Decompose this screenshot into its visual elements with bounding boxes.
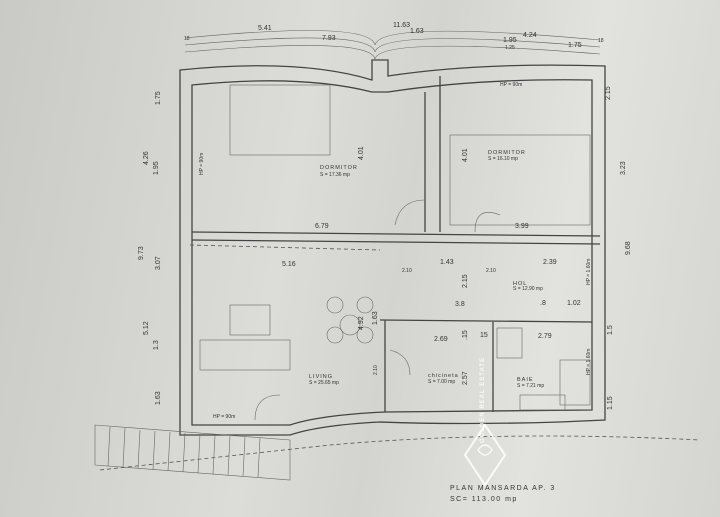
svg-text:15: 15 [480,332,488,339]
roof-line [99,244,701,471]
svg-text:6.79: 6.79 [315,223,329,230]
svg-text:DORMITOR: DORMITOR [488,150,526,156]
svg-text:BAIE: BAIE [517,377,534,383]
window-labels: HP = 90m HP = 90m HP = 90m HP = 1.60m HP… [199,82,592,420]
svg-text:HP = 1.60m: HP = 1.60m [586,259,592,285]
svg-text:1.5: 1.5 [607,325,614,335]
dim-label: 18 [598,38,604,44]
svg-text:4.92: 4.92 [358,316,365,330]
svg-text:S = 17.36 mp: S = 17.36 mp [320,172,350,178]
svg-text:4.01: 4.01 [462,148,469,162]
svg-text:3.8: 3.8 [455,301,465,308]
dim-label: 1.95 [503,37,517,44]
svg-text:LIVING: LIVING [309,374,333,380]
svg-text:2.57: 2.57 [462,371,469,385]
svg-text:1.02: 1.02 [567,300,581,307]
svg-text:DORMITOR: DORMITOR [320,165,358,171]
furniture [199,84,591,411]
svg-text:2.39: 2.39 [543,259,557,266]
svg-text:GOLDEN REAL ESTATE: GOLDEN REAL ESTATE [480,357,486,443]
svg-text:2.79: 2.79 [538,333,552,340]
dim-label: 4.24 [523,32,537,39]
dim-line [184,37,601,53]
svg-text:2.10: 2.10 [373,365,379,375]
svg-text:1.63: 1.63 [372,311,379,325]
svg-text:.15: .15 [462,330,469,340]
svg-text:5.16: 5.16 [282,261,296,268]
interior-walls [379,76,593,412]
svg-text:2.10: 2.10 [486,268,496,274]
svg-text:S = 7.00 mp: S = 7.00 mp [428,379,455,385]
svg-text:HP = 1.60m: HP = 1.60m [586,349,592,375]
svg-text:4.01: 4.01 [358,146,365,160]
dim-label: 1.75 [568,42,582,49]
inner-dims: 6.79 3.99 5.16 1.43 2.39 2.15 3.8 .8 1.0… [282,146,581,385]
dim-label: 1.25 [505,45,515,51]
svg-text:3.99: 3.99 [515,223,529,230]
svg-text:chicineta: chicineta [428,373,459,379]
dim-label: 7.93 [322,35,336,42]
dim-label: 1.63 [410,28,424,35]
left-dims: 1.75 4.26 1.95 9.73 3.07 5.12 1.3 1.63 [138,91,162,405]
svg-text:PLAN MANSARDA AP. 3: PLAN MANSARDA AP. 3 [450,485,556,492]
watermark-logo: GOLDEN REAL ESTATE [463,357,507,487]
svg-text:1.3: 1.3 [153,340,160,350]
svg-text:HP = 90m: HP = 90m [213,414,235,420]
dim-line [184,30,601,46]
svg-text:3.23: 3.23 [620,161,627,175]
svg-text:.8: .8 [540,300,546,307]
svg-text:1.15: 1.15 [607,396,614,410]
svg-text:1.63: 1.63 [155,391,162,405]
svg-text:S = 7.21 mp: S = 7.21 mp [517,383,544,389]
svg-text:HOL: HOL [513,281,527,287]
dim-line [184,45,601,60]
dim-label: 5.41 [258,25,272,32]
stairs [94,424,291,481]
svg-text:4.26: 4.26 [143,151,150,165]
svg-text:2.69: 2.69 [434,336,448,343]
inner-wall [191,79,593,426]
svg-text:S = 25.65 mp: S = 25.65 mp [309,380,339,386]
svg-text:S = 12.90 mp: S = 12.90 mp [513,286,543,292]
svg-text:HP = 90m: HP = 90m [199,153,205,175]
svg-text:5.12: 5.12 [143,321,150,335]
door-swings [254,199,501,421]
svg-text:2.15: 2.15 [605,86,612,100]
svg-text:9.73: 9.73 [138,246,145,260]
svg-text:2.15: 2.15 [462,274,469,288]
svg-text:2.10: 2.10 [402,268,412,274]
svg-text:S = 16.10 mp: S = 16.10 mp [488,156,518,162]
svg-text:1.43: 1.43 [440,259,454,266]
outer-wall [179,59,606,436]
svg-text:SC= 113.00 mp: SC= 113.00 mp [450,496,518,503]
dim-label: 18 [184,36,190,42]
plan-title-block: PLAN MANSARDA AP. 3 SC= 113.00 mp [450,485,556,503]
wall-corridor [191,231,601,237]
dim-label: 11.63 [393,22,410,29]
svg-text:HP = 90m: HP = 90m [500,82,522,88]
wall-corridor [191,239,601,245]
svg-text:3.07: 3.07 [155,256,162,270]
right-dims: 2.15 3.23 9.68 1.5 1.15 [605,86,632,410]
svg-text:1.75: 1.75 [155,91,162,105]
svg-text:9.68: 9.68 [625,241,632,255]
svg-text:1.95: 1.95 [153,161,160,175]
